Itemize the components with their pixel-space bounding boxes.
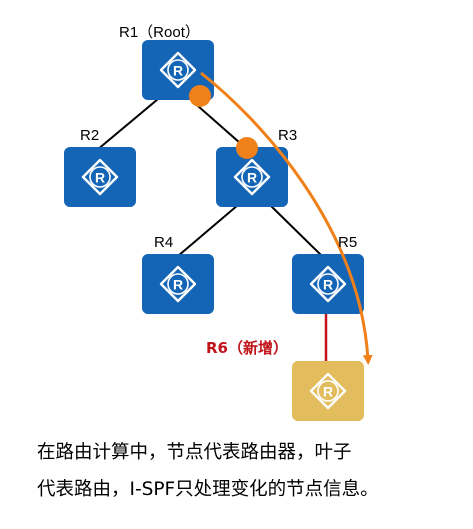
spf-tree-diagram: R R1（Root） R2 R3 R4 R5 R6（新增）: [62, 24, 373, 423]
router-r2[interactable]: [62, 145, 138, 209]
router-r6-new[interactable]: [290, 359, 366, 423]
label-r4: R4: [154, 234, 173, 251]
label-r3: R3: [278, 127, 297, 144]
edge-r3-r5: [269, 204, 323, 257]
edge-r1-r2: [96, 98, 159, 151]
marker-dot-r3: [236, 137, 258, 159]
label-r2: R2: [80, 127, 99, 144]
caption-line-2: 代表路由，I-SPF只处理变化的节点信息。: [37, 479, 379, 500]
orange-curved-arrow: [200, 71, 373, 365]
caption-line-1: 在路由计算中，节点代表路由器，叶子: [37, 442, 352, 463]
edge-r3-r4: [177, 204, 239, 257]
router-diamond-icon: [62, 145, 138, 209]
tree-edges: [96, 98, 328, 362]
label-r5: R5: [338, 234, 357, 251]
router-diamond-icon: [290, 359, 366, 423]
router-r4[interactable]: [140, 252, 216, 316]
caption-text: 在路由计算中，节点代表路由器，叶子 代表路由，I-SPF只处理变化的节点信息。: [37, 434, 462, 508]
label-r1: R1（Root）: [119, 24, 200, 41]
label-r6-new: R6（新增）: [206, 339, 288, 357]
router-diamond-icon: [140, 252, 216, 316]
marker-dot-r1: [189, 85, 211, 107]
